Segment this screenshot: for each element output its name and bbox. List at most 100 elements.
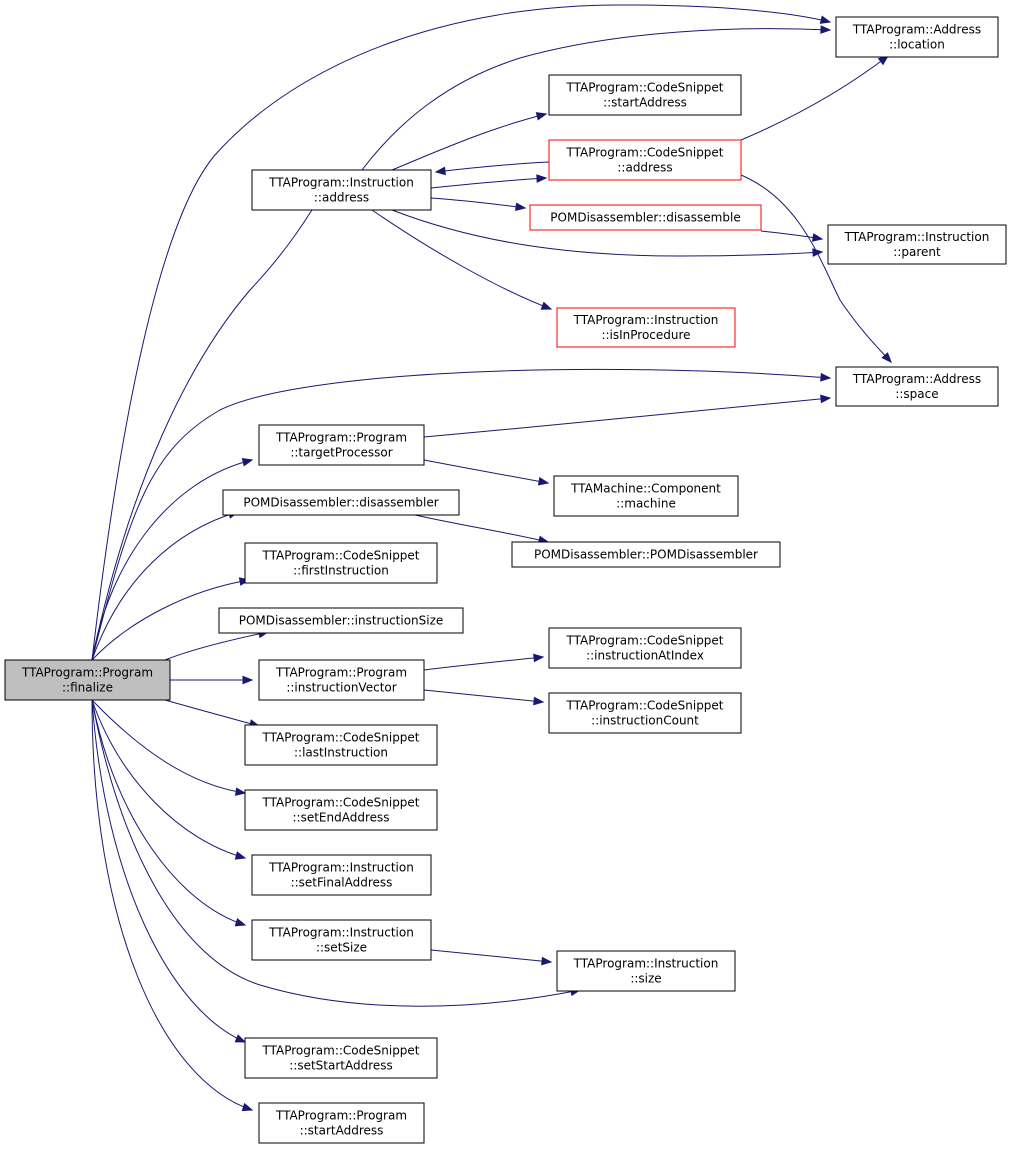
node-instr_address[interactable]: TTAProgram::Instruction::address — [251, 169, 432, 211]
node-label-line: TTAProgram::Instruction — [268, 861, 414, 875]
edge-finalize-to-cs_setEndAddress — [91, 699, 247, 796]
node-box — [548, 139, 742, 181]
node-box — [548, 627, 742, 669]
node-label-line: ::setStartAddress — [289, 1059, 393, 1073]
node-instr_parent[interactable]: TTAProgram::Instruction::parent — [827, 224, 1007, 265]
edge-finalize-to-instr_setFinalAddress — [91, 699, 247, 860]
node-box — [548, 692, 742, 734]
node-label-line: TTAProgram::CodeSnippet — [565, 81, 723, 95]
node-box — [556, 307, 736, 348]
edge-line — [740, 174, 892, 363]
node-pom_disassemble[interactable]: POMDisassembler::disassemble — [529, 204, 762, 231]
node-label-line: ::instructionVector — [286, 681, 396, 695]
node-cs_setEndAddress[interactable]: TTAProgram::CodeSnippet::setEndAddress — [244, 789, 438, 831]
node-box — [827, 224, 1007, 265]
edge-line — [423, 689, 544, 703]
node-label-line: ::startAddress — [300, 1124, 384, 1138]
edge-line — [430, 949, 552, 963]
edge-arrowhead — [535, 112, 548, 121]
edge-cs_address-to-instr_address — [434, 161, 550, 176]
edge-arrowhead — [881, 352, 892, 363]
edge-pom_disassemble-to-instr_parent — [760, 230, 824, 242]
node-cs_address[interactable]: TTAProgram::CodeSnippet::address — [548, 139, 742, 181]
node-label-line: TTAProgram::Instruction — [268, 176, 414, 190]
edge-line — [391, 209, 823, 257]
node-instr_size[interactable]: TTAProgram::Instruction::size — [556, 950, 736, 992]
node-pom_disassembler[interactable]: POMDisassembler::disassembler — [222, 489, 460, 516]
edge-arrowhead — [234, 787, 247, 796]
node-cs_setStartAddress[interactable]: TTAProgram::CodeSnippet::setStartAddress — [244, 1037, 438, 1079]
edge-line — [430, 197, 526, 209]
node-label-line: TTAMachine::Component — [570, 482, 721, 496]
node-label-line: TTAProgram::Program — [275, 1109, 407, 1123]
node-finalize[interactable]: TTAProgram::Program::finalize — [4, 659, 171, 701]
node-addr_space[interactable]: TTAProgram::Address::space — [835, 366, 999, 407]
node-label-line: TTAProgram::CodeSnippet — [261, 1044, 419, 1058]
node-prog_instructionVector[interactable]: TTAProgram::Program::instructionVector — [258, 659, 425, 701]
node-label-line: TTAProgram::Instruction — [268, 926, 414, 940]
edge-arrowhead — [820, 372, 832, 382]
node-box — [4, 659, 171, 701]
node-instr_isInProcedure[interactable]: TTAProgram::Instruction::isInProcedure — [556, 307, 736, 348]
node-label-line: TTAProgram::CodeSnippet — [565, 699, 723, 713]
edge-line — [164, 631, 269, 661]
node-label-line: TTAProgram::CodeSnippet — [261, 796, 419, 810]
node-label-line: ::isInProcedure — [601, 328, 690, 342]
node-label-line: TTAProgram::CodeSnippet — [261, 731, 419, 745]
node-comp_machine[interactable]: TTAMachine::Component::machine — [553, 475, 739, 517]
node-cs_instructionCount[interactable]: TTAProgram::CodeSnippet::instructionCoun… — [548, 692, 742, 734]
node-box — [556, 950, 736, 992]
edge-arrowhead — [241, 458, 254, 467]
edge-instr_address-to-pom_disassemble — [430, 197, 527, 212]
node-label-line: ::lastInstruction — [294, 746, 388, 760]
node-label-line: TTAProgram::Instruction — [573, 313, 719, 327]
edge-prog_targetProcessor-to-comp_machine — [423, 459, 550, 486]
edge-line — [391, 113, 547, 171]
node-prog_startAddress[interactable]: TTAProgram::Program::startAddress — [258, 1102, 425, 1144]
edge-line — [423, 656, 544, 671]
node-box — [222, 489, 460, 516]
node-label-line: TTAProgram::Program — [21, 666, 153, 680]
node-cs_instructionAtIndex[interactable]: TTAProgram::CodeSnippet::instructionAtIn… — [548, 627, 742, 669]
node-label-line: ::parent — [893, 245, 941, 259]
edge-arrowhead — [536, 174, 548, 183]
edge-arrowhead — [533, 653, 545, 663]
node-pom_instructionSize[interactable]: POMDisassembler::instructionSize — [218, 607, 464, 634]
node-label-line: TTAProgram::Address — [852, 372, 981, 386]
edge-prog_targetProcessor-to-addr_space — [423, 394, 832, 438]
node-box — [553, 475, 739, 517]
node-box — [835, 16, 999, 58]
node-cs_startAddress[interactable]: TTAProgram::CodeSnippet::startAddress — [548, 74, 742, 116]
node-cs_firstInstruction[interactable]: TTAProgram::CodeSnippet::firstInstructio… — [244, 542, 438, 584]
edge-finalize-to-prog_startAddress — [91, 699, 254, 1112]
node-label-line: ::space — [895, 387, 938, 401]
node-prog_targetProcessor[interactable]: TTAProgram::Program::targetProcessor — [258, 424, 425, 466]
node-label-line: ::instructionAtIndex — [586, 649, 704, 663]
edge-finalize-to-pom_instructionSize — [164, 629, 270, 661]
node-cs_lastInstruction[interactable]: TTAProgram::CodeSnippet::lastInstruction — [244, 724, 438, 766]
nodes-layer: TTAProgram::Program::finalizeTTAProgram:… — [4, 16, 1007, 1144]
node-box — [251, 854, 432, 896]
node-addr_location[interactable]: TTAProgram::Address::location — [835, 16, 999, 58]
node-label-line: ::location — [889, 38, 945, 52]
edge-instr_setSize-to-instr_size — [430, 949, 553, 966]
node-pom_ctor[interactable]: POMDisassembler::POMDisassembler — [511, 541, 781, 568]
edge-arrowhead — [241, 1102, 254, 1112]
node-label-line: ::machine — [616, 497, 676, 511]
node-instr_setSize[interactable]: TTAProgram::Instruction::setSize — [251, 919, 432, 961]
node-box — [251, 169, 432, 211]
edge-line — [91, 699, 581, 1007]
edge-arrowhead — [434, 166, 446, 176]
node-label-line: ::instructionCount — [591, 714, 699, 728]
edge-arrowhead — [820, 394, 832, 404]
edge-line — [91, 579, 250, 661]
node-box — [244, 542, 438, 584]
node-label-line: TTAProgram::CodeSnippet — [565, 146, 723, 160]
node-label-line: ::startAddress — [603, 96, 687, 110]
node-label-line: TTAProgram::CodeSnippet — [261, 549, 419, 563]
node-instr_setFinalAddress[interactable]: TTAProgram::Instruction::setFinalAddress — [251, 854, 432, 896]
edge-arrowhead — [540, 301, 553, 310]
node-box — [244, 724, 438, 766]
edge-line — [91, 699, 246, 1043]
edge-finalize-to-addr_space — [91, 368, 832, 661]
